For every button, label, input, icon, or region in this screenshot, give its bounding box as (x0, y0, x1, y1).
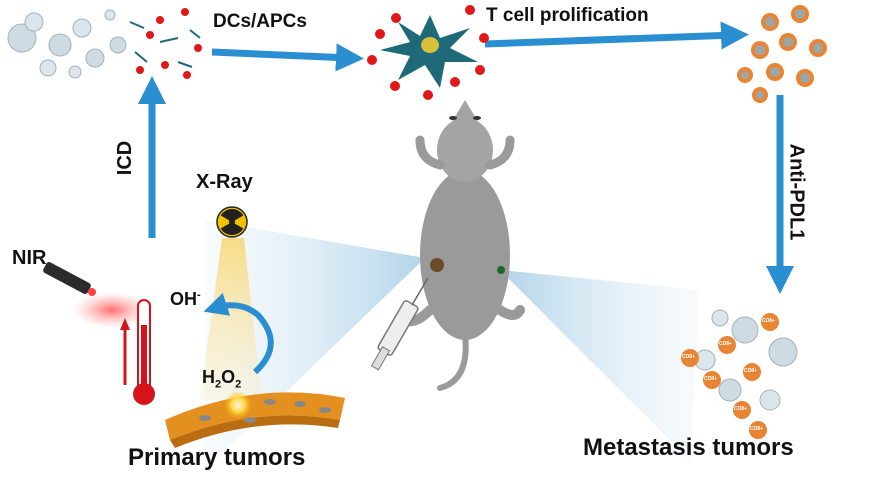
tumor-cell-icon (7, 9, 127, 79)
radiation-icon (216, 206, 248, 238)
cd8-label: CD8+ (744, 368, 757, 374)
arrow-to-dcs (211, 43, 364, 72)
mouse-icon (400, 100, 525, 391)
label-oh: OH- (170, 289, 201, 309)
label-h2o2: H2O2 (202, 368, 241, 391)
nanosheet-icon (165, 391, 345, 448)
label-primary-tumors: Primary tumors (128, 444, 306, 471)
syringe-icon (370, 277, 429, 371)
h2o2-sub2: 2 (235, 378, 242, 391)
cd8-label: CD8+ (704, 376, 717, 382)
label-anti-pdl1: Anti-PDL1 (785, 143, 808, 241)
light-cone-right (500, 270, 700, 460)
arrow-to-tcells (484, 21, 749, 50)
xray-beam (200, 238, 262, 400)
label-dcs-apcs: DCs/APCs (213, 11, 307, 32)
cd8-label: CD8+ (682, 354, 695, 360)
cd8-label: CD8+ (734, 406, 747, 412)
oh-sup: - (197, 289, 201, 301)
h2o2-sub1: 2 (215, 378, 222, 391)
label-t-cell: T cell prolification (486, 5, 649, 26)
oh-text: OH (170, 289, 197, 309)
cd8-label: CD8+ (719, 341, 732, 347)
label-icd: ICD (114, 140, 137, 176)
label-xray: X-Ray (196, 171, 253, 193)
label-nir: NIR (12, 247, 47, 269)
h2o2-o: O (221, 367, 236, 387)
t-cell-icon (737, 5, 827, 103)
antigen-fragments (129, 8, 202, 79)
dendritic-cell-icon (367, 5, 489, 100)
cd8-label: CD8+ (762, 318, 775, 324)
metastasis-cluster (694, 309, 798, 411)
reaction-arrow (203, 292, 274, 375)
h2o2-h: H (202, 367, 215, 387)
cd8-tcell (681, 313, 779, 439)
cd8-label: CD8+ (750, 426, 763, 432)
laser-pointer-icon (43, 262, 152, 328)
label-metastasis-tumors: Metastasis tumors (583, 434, 794, 461)
thermometer-icon (120, 299, 155, 405)
